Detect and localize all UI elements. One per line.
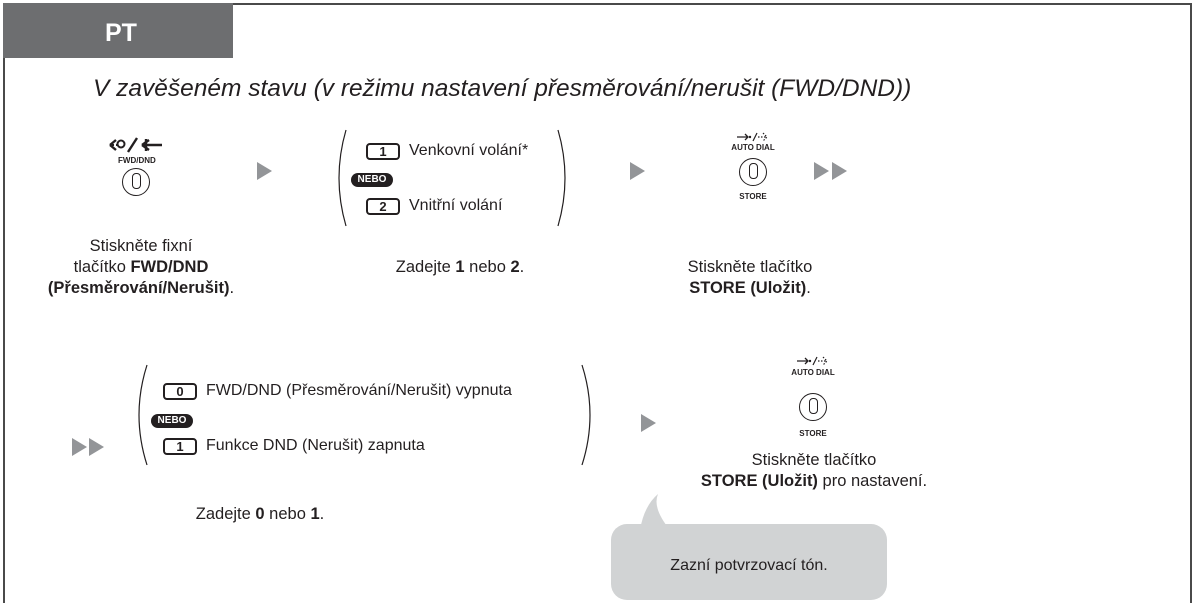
subtitle: V zavěšeném stavu (v režimu nastavení př… xyxy=(93,75,912,102)
step-arrow xyxy=(832,162,847,180)
key-0: 0 xyxy=(163,382,197,400)
auto-dial-icon xyxy=(797,356,828,366)
option-inside-call: 2 Vnitřní volání xyxy=(366,197,502,215)
or-badge: NEBO xyxy=(151,414,193,428)
fwd-dnd-button-label: FWD/DND xyxy=(118,156,156,165)
option-dnd-on: 1 Funkce DND (Nerušit) zapnuta xyxy=(163,437,425,455)
option-fwd-dnd-off: 0 FWD/DND (Přesměrování/Nerušit) vypnuta xyxy=(163,382,512,400)
option-label: Venkovní volání* xyxy=(409,142,529,159)
key-2: 2 xyxy=(366,197,400,215)
store-label: STORE xyxy=(799,429,827,438)
tab-label: PT xyxy=(105,19,137,47)
auto-dial-label: AUTO DIAL xyxy=(791,368,835,377)
left-bracket xyxy=(138,364,148,466)
step3-caption: Stiskněte tlačítko STORE (Uložit). xyxy=(687,258,813,297)
bubble-tail xyxy=(640,494,670,530)
option-label: Funkce DND (Nerušit) zapnuta xyxy=(206,437,425,454)
bubble-text: Zazní potvrzovací tón. xyxy=(670,557,828,574)
auto-dial-label: AUTO DIAL xyxy=(731,143,775,152)
step1-caption: Stiskněte fixní tlačítko FWD/DND (Přesmě… xyxy=(47,237,235,297)
diagram-frame xyxy=(3,3,1192,603)
right-bracket xyxy=(581,364,591,466)
section-tab: PT xyxy=(3,3,233,58)
store-button xyxy=(799,393,827,421)
key-1: 1 xyxy=(163,437,197,455)
fwd-dnd-button xyxy=(122,168,150,196)
step-arrow xyxy=(630,162,645,180)
or-badge: NEBO xyxy=(351,173,393,187)
step-arrow xyxy=(89,438,104,456)
step-arrow xyxy=(257,162,272,180)
step5-caption: Stiskněte tlačítko STORE (Uložit) pro na… xyxy=(700,451,928,490)
auto-dial-icon xyxy=(737,132,768,142)
step-arrow xyxy=(641,414,656,432)
step2-caption: Zadejte 1 nebo 2. xyxy=(395,258,525,276)
option-outside-call: 1 Venkovní volání* xyxy=(366,142,528,160)
store-button xyxy=(739,158,767,186)
left-bracket xyxy=(338,129,347,227)
option-label: Vnitřní volání xyxy=(409,197,503,214)
confirmation-tone-bubble: Zazní potvrzovací tón. xyxy=(611,524,887,600)
fwd-dnd-icon xyxy=(109,137,162,153)
store-label: STORE xyxy=(739,192,767,201)
key-1: 1 xyxy=(366,142,400,160)
option-label: FWD/DND (Přesměrování/Nerušit) vypnuta xyxy=(206,382,512,399)
right-bracket xyxy=(557,129,566,227)
step-arrow xyxy=(72,438,87,456)
step4-caption: Zadejte 0 nebo 1. xyxy=(195,505,325,523)
step-arrow xyxy=(814,162,829,180)
